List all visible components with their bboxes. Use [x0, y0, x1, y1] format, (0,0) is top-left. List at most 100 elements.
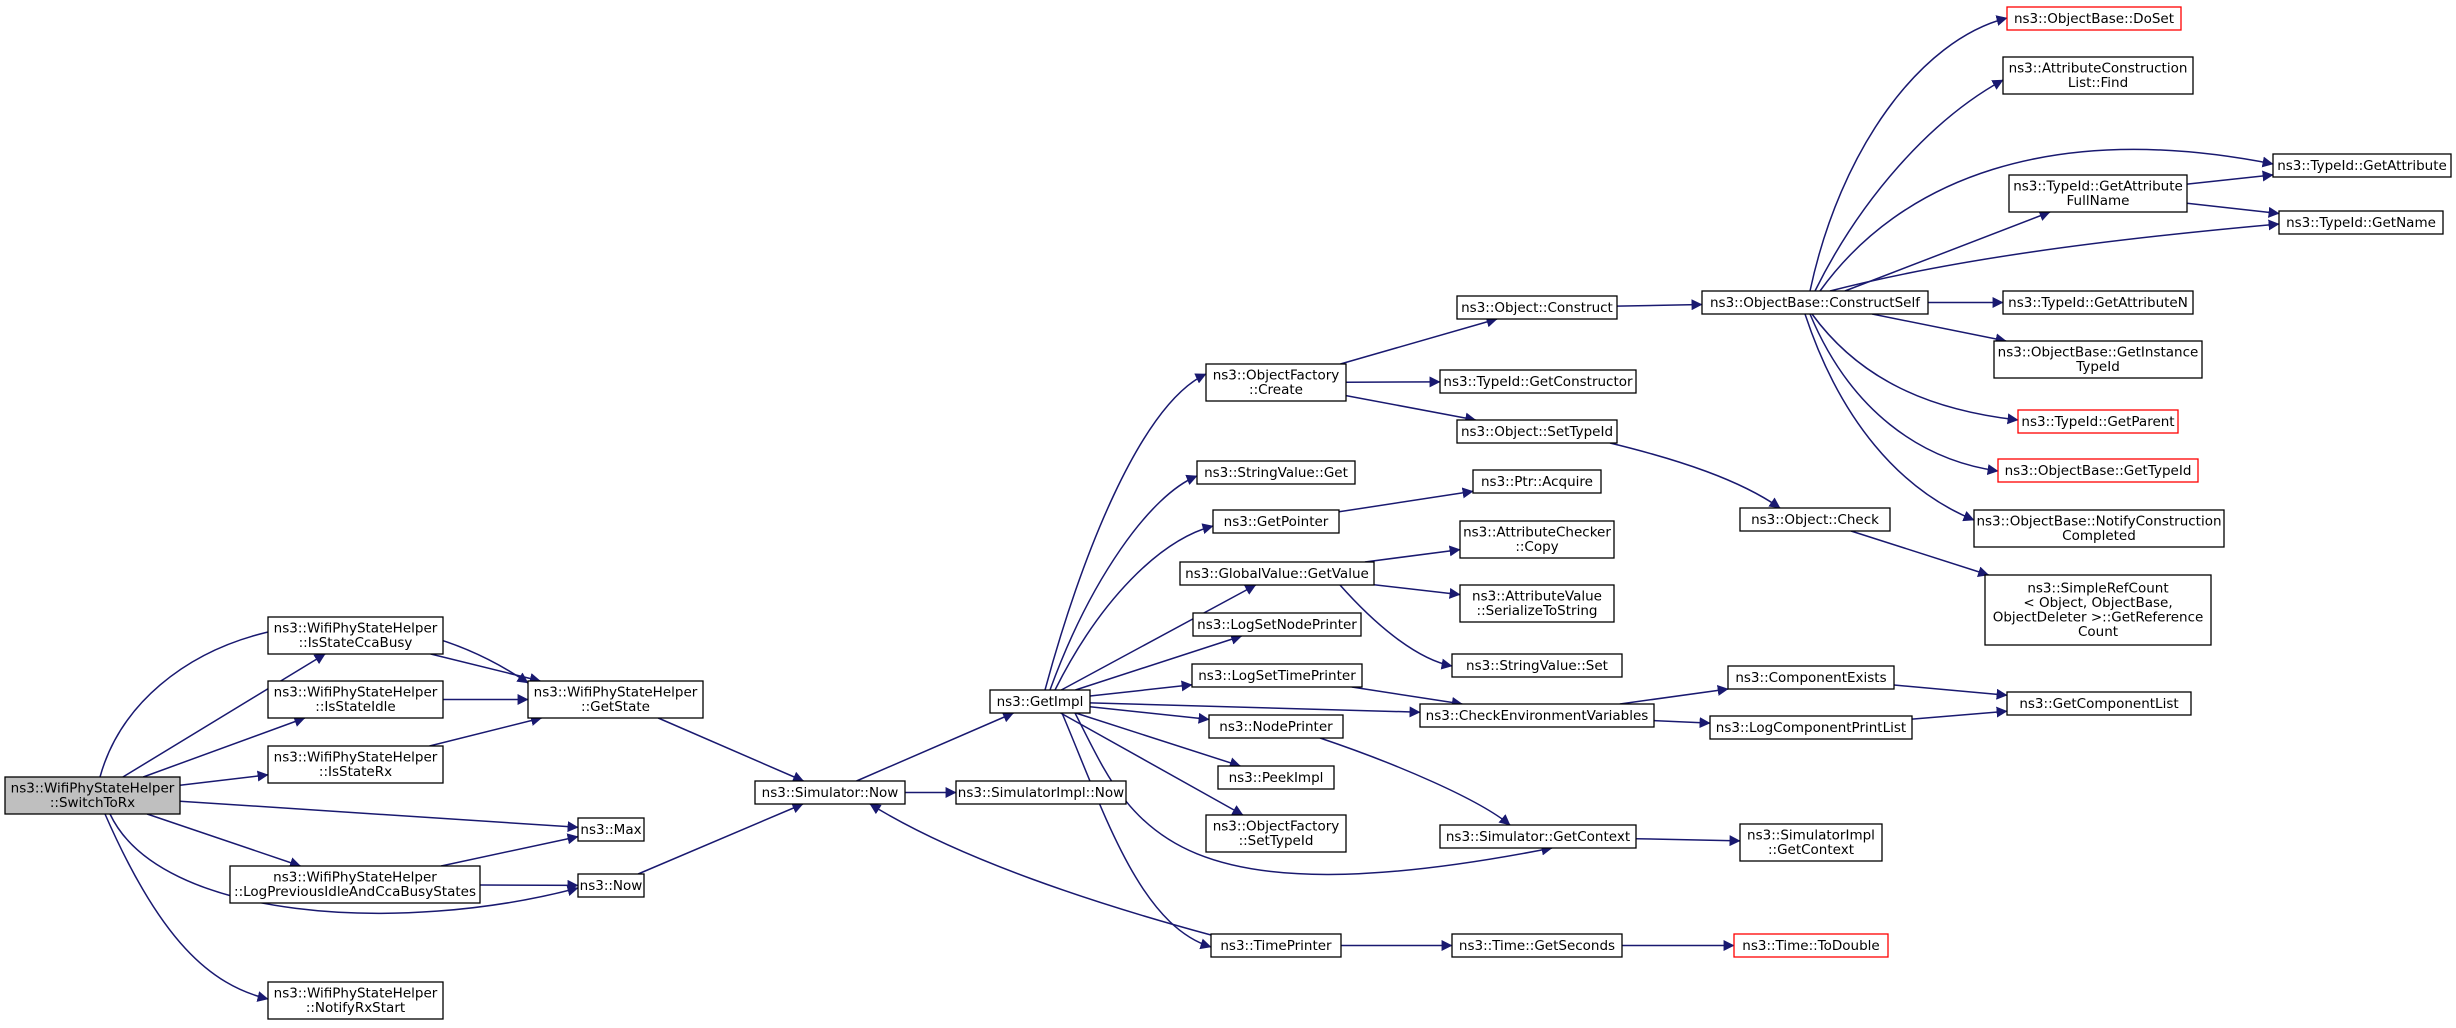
node-tid-getname[interactable]: ns3::TypeId::GetName [2278, 210, 2444, 235]
node-box[interactable] [2017, 409, 2179, 434]
node-box[interactable] [229, 865, 481, 904]
node-box[interactable] [2272, 153, 2452, 178]
node-box[interactable] [1205, 814, 1347, 853]
node-box[interactable] [955, 780, 1127, 805]
node-box[interactable] [267, 981, 444, 1020]
node-box[interactable] [1456, 295, 1618, 320]
node-box[interactable] [1205, 363, 1347, 402]
node-box[interactable] [1451, 653, 1623, 678]
node-box[interactable] [527, 680, 704, 719]
node-box[interactable] [1701, 290, 1929, 315]
node-box[interactable] [1456, 419, 1618, 444]
node-comp-exists[interactable]: ns3::ComponentExists [1727, 665, 1895, 690]
node-box[interactable] [1210, 933, 1342, 958]
node-simimpl-getcontext[interactable]: ns3::SimulatorImpl::GetContext [1739, 823, 1883, 862]
node-tid-getctor[interactable]: ns3::TypeId::GetConstructor [1439, 369, 1637, 394]
node-box[interactable] [1973, 509, 2225, 548]
node-box[interactable] [1196, 460, 1356, 485]
node-box[interactable] [1472, 469, 1602, 494]
node-get-comp-list[interactable]: ns3::GetComponentList [2006, 691, 2192, 716]
node-box[interactable] [2002, 56, 2194, 95]
node-log-previous[interactable]: ns3::WifiPhyStateHelper::LogPreviousIdle… [229, 865, 481, 904]
node-box[interactable] [577, 817, 645, 842]
node-simimpl-now[interactable]: ns3::SimulatorImpl::Now [955, 780, 1127, 805]
node-is-state-cca-busy[interactable]: ns3::WifiPhyStateHelper::IsStateCcaBusy [267, 616, 444, 655]
node-gv-getvalue[interactable]: ns3::GlobalValue::GetValue [1179, 561, 1375, 586]
node-of-create[interactable]: ns3::ObjectFactory::Create [1205, 363, 1347, 402]
node-ob-notify[interactable]: ns3::ObjectBase::NotifyConstructionCompl… [1973, 509, 2225, 548]
node-box[interactable] [1212, 509, 1340, 534]
node-box[interactable] [1419, 703, 1655, 728]
node-ob-doset[interactable]: ns3::ObjectBase::DoSet [2006, 6, 2182, 31]
node-is-state-rx[interactable]: ns3::WifiPhyStateHelper::IsStateRx [267, 745, 444, 784]
node-box[interactable] [1208, 714, 1344, 739]
node-box[interactable] [1739, 823, 1883, 862]
node-box[interactable] [4, 776, 181, 815]
node-sim-getcontext[interactable]: ns3::Simulator::GetContext [1439, 824, 1637, 849]
node-node-printer[interactable]: ns3::NodePrinter [1208, 714, 1344, 739]
node-ob-gettypeid[interactable]: ns3::ObjectBase::GetTypeId [1997, 458, 2199, 483]
node-av-serialize[interactable]: ns3::AttributeValue::SerializeToString [1459, 584, 1615, 623]
node-box[interactable] [267, 745, 444, 784]
node-sv-set[interactable]: ns3::StringValue::Set [1451, 653, 1623, 678]
node-box[interactable] [989, 689, 1091, 714]
node-sim-now[interactable]: ns3::Simulator::Now [754, 780, 906, 805]
node-box[interactable] [1451, 933, 1623, 958]
node-time-getseconds[interactable]: ns3::Time::GetSeconds [1451, 933, 1623, 958]
node-box[interactable] [1733, 933, 1889, 958]
node-check-env[interactable]: ns3::CheckEnvironmentVariables [1419, 703, 1655, 728]
node-tid-getattribute[interactable]: ns3::TypeId::GetAttribute [2272, 153, 2452, 178]
node-box[interactable] [1439, 369, 1637, 394]
node-of-settypeid[interactable]: ns3::ObjectFactory::SetTypeId [1205, 814, 1347, 853]
node-box[interactable] [1459, 584, 1615, 623]
node-box[interactable] [754, 780, 906, 805]
node-notify-rx-start[interactable]: ns3::WifiPhyStateHelper::NotifyRxStart [267, 981, 444, 1020]
node-max[interactable]: ns3::Max [577, 817, 645, 842]
node-box[interactable] [1984, 574, 2212, 646]
node-box[interactable] [1739, 507, 1891, 532]
node-box[interactable] [1709, 715, 1913, 740]
node-switch-to-rx[interactable]: ns3::WifiPhyStateHelper::SwitchToRx [4, 776, 181, 815]
node-is-state-idle[interactable]: ns3::WifiPhyStateHelper::IsStateIdle [267, 680, 444, 719]
node-stringvalue-get[interactable]: ns3::StringValue::Get [1196, 460, 1356, 485]
node-log-set-node[interactable]: ns3::LogSetNodePrinter [1192, 612, 1362, 637]
node-box[interactable] [1459, 520, 1615, 559]
node-tid-getattributen[interactable]: ns3::TypeId::GetAttributeN [2002, 290, 2194, 315]
node-obj-construct[interactable]: ns3::Object::Construct [1456, 295, 1618, 320]
node-ptr-acquire[interactable]: ns3::Ptr::Acquire [1472, 469, 1602, 494]
node-box[interactable] [1727, 665, 1895, 690]
node-box[interactable] [1439, 824, 1637, 849]
node-box[interactable] [2278, 210, 2444, 235]
node-box[interactable] [267, 616, 444, 655]
node-box[interactable] [1993, 340, 2203, 379]
node-box[interactable] [1179, 561, 1375, 586]
node-tid-getparent[interactable]: ns3::TypeId::GetParent [2017, 409, 2179, 434]
node-time-printer[interactable]: ns3::TimePrinter [1210, 933, 1342, 958]
node-box[interactable] [577, 873, 645, 898]
node-log-set-time[interactable]: ns3::LogSetTimePrinter [1191, 663, 1363, 688]
node-log-comp-print[interactable]: ns3::LogComponentPrintList [1709, 715, 1913, 740]
node-box[interactable] [2006, 691, 2192, 716]
node-box[interactable] [2008, 174, 2188, 213]
node-ob-constructself[interactable]: ns3::ObjectBase::ConstructSelf [1701, 290, 1929, 315]
node-box[interactable] [267, 680, 444, 719]
node-peek-impl[interactable]: ns3::PeekImpl [1217, 765, 1335, 790]
node-time-todouble[interactable]: ns3::Time::ToDouble [1733, 933, 1889, 958]
node-ac-copy[interactable]: ns3::AttributeChecker::Copy [1459, 520, 1615, 559]
node-box[interactable] [2002, 290, 2194, 315]
node-box[interactable] [1997, 458, 2199, 483]
node-now[interactable]: ns3::Now [577, 873, 645, 898]
node-get-pointer[interactable]: ns3::GetPointer [1212, 509, 1340, 534]
node-get-impl[interactable]: ns3::GetImpl [989, 689, 1091, 714]
node-obj-check[interactable]: ns3::Object::Check [1739, 507, 1891, 532]
node-box[interactable] [1192, 612, 1362, 637]
node-box[interactable] [1217, 765, 1335, 790]
node-obj-settypeid[interactable]: ns3::Object::SetTypeId [1456, 419, 1618, 444]
node-box[interactable] [1191, 663, 1363, 688]
node-srefcount[interactable]: ns3::SimpleRefCount< Object, ObjectBase,… [1984, 574, 2212, 646]
node-get-state[interactable]: ns3::WifiPhyStateHelper::GetState [527, 680, 704, 719]
node-box[interactable] [2006, 6, 2182, 31]
